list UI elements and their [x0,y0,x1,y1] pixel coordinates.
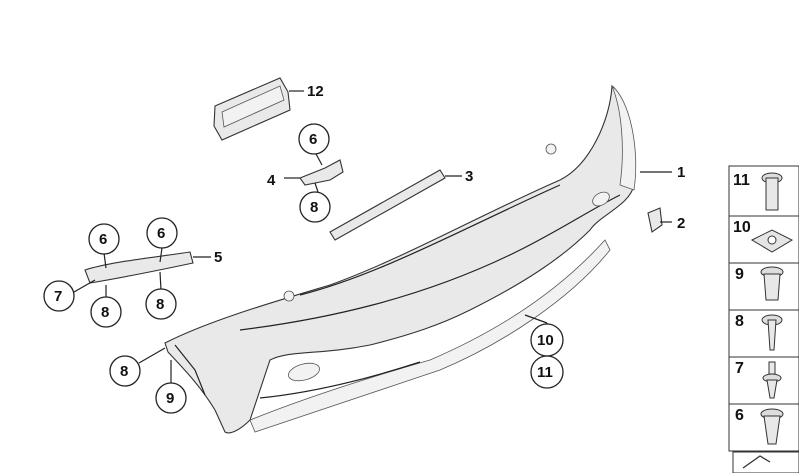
bolt-icon [761,172,783,211]
callout-8-left: 8 [90,296,122,328]
reflector [213,77,291,141]
svg-text:8: 8 [101,304,109,321]
callout-5: 5 [214,249,222,266]
callout-8-bottom: 8 [109,355,141,387]
small-bracket [299,159,344,186]
callout-8-mid: 8 [145,288,177,320]
callout-2: 2 [677,215,685,232]
callout-3: 3 [465,168,473,185]
svg-text:10: 10 [733,219,751,236]
guide-strip [329,169,446,241]
svg-text:9: 9 [166,390,174,407]
svg-text:8: 8 [120,363,128,380]
callout-11: 11 [530,355,564,389]
legend-item-10: 10 [728,215,799,264]
legend-item-6: 6 [728,403,799,452]
svg-text:11: 11 [733,172,750,189]
svg-text:6: 6 [99,231,107,248]
svg-text:7: 7 [735,360,744,377]
svg-text:9: 9 [735,266,744,283]
svg-text:8: 8 [310,199,318,216]
svg-text:7: 7 [54,288,62,305]
legend-item-8: 8 [728,309,799,358]
expanding-rivet-icon [760,266,784,301]
clip-nut-icon [750,229,794,253]
legend-partial-box [732,451,799,473]
side-bracket [84,251,194,284]
svg-text:11: 11 [537,364,553,381]
screw-icon [761,314,783,351]
callout-1: 1 [677,164,685,181]
callout-8-top: 8 [299,191,331,223]
callout-4: 4 [267,172,276,189]
legend-item-11: 11 [728,165,799,217]
callout-6-top: 6 [298,123,330,155]
callout-7: 7 [43,280,75,312]
bumper-cover [164,84,637,434]
svg-text:6: 6 [309,131,317,148]
plastic-rivet-icon [760,408,784,445]
arrow-icon [742,455,771,469]
legend-item-7: 7 [728,356,799,405]
svg-text:8: 8 [735,313,744,330]
clip-part [647,207,663,233]
callout-9: 9 [155,382,187,414]
callout-12: 12 [307,83,324,100]
callout-10: 10 [530,323,564,357]
svg-text:6: 6 [735,407,744,424]
legend-item-9: 9 [728,262,799,311]
svg-text:6: 6 [157,225,165,242]
callout-6-mid: 6 [146,217,178,249]
svg-text:10: 10 [537,332,554,349]
push-pin-icon [762,361,782,399]
svg-text:8: 8 [156,296,164,313]
fastener-legend: 11 10 9 8 [728,165,799,473]
callout-6-left: 6 [88,223,120,255]
